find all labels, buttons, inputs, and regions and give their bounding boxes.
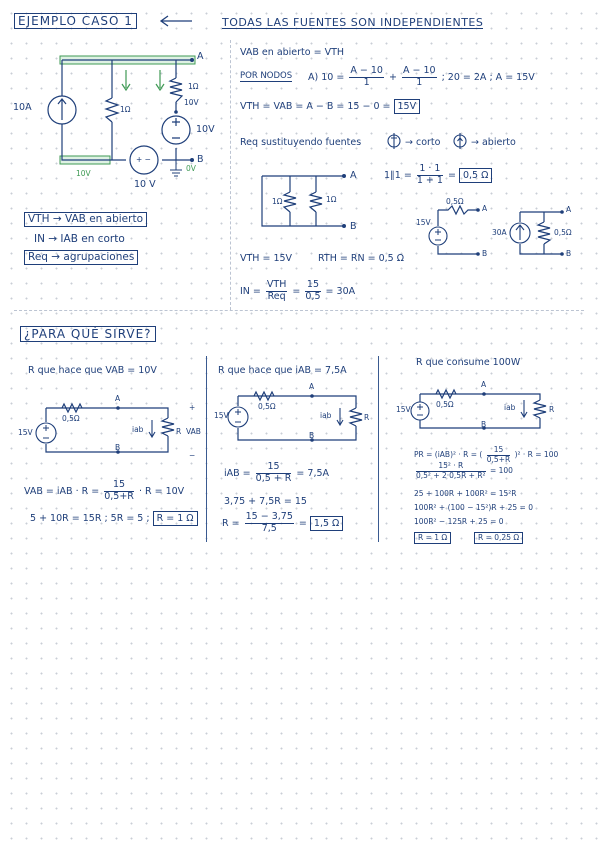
req-node-b: B [350,221,357,232]
req-label: Req sustituyendo fuentes [240,137,362,148]
col3-result2: R = 0,25 Ω [474,532,524,544]
col2-r-series: 0,5Ω [258,402,276,411]
column-separator-2 [378,356,379,542]
col2-node-a: A [309,382,315,391]
col3-result1: R = 1 Ω [414,532,452,544]
col2-result: 1,5 Ω [309,515,344,531]
req-r1: 1Ω [272,197,283,206]
req-abierto: → abierto [471,137,516,148]
col3-heading: R que consume 100W [416,357,521,368]
col1-r-load: R [176,427,182,436]
req-circuit [0,174,346,228]
circuit1-v-side: 10V [196,124,215,135]
col3-equation5: 100R² − 125R + 25 = 0 [414,517,504,526]
col1-v-label: VAB [186,427,201,436]
circuit1-current-source: 10A [13,102,32,113]
norton-i: 30A [492,228,507,237]
req-node-a: A [350,170,357,181]
vth-final: VTH = 15V [240,253,293,264]
vab-open: VAB en abierto = VTH [240,47,345,58]
summary-req: Req → agrupaciones [24,250,139,265]
col1-r-series: 0,5Ω [62,414,80,423]
circuit-main [0,0,599,220]
circuit1-v-bottom: 10 V [134,179,156,190]
col1-heading: R que hace que VAB = 10V [28,365,157,376]
thevenin-v: 15V [416,218,431,227]
norton-r: 0,5Ω [554,228,572,237]
vth-equation: VTH = VAB = A − B = 15 − 0 = 15V [240,99,421,114]
section2-title: ¿PARA QUÉ SIRVE? [20,326,156,342]
col3-equation4: 100R² + (100 − 15²)R + 25 = 0 [414,503,533,512]
col1-equation2: 5 + 10R = 15R ; 5R = 5 ; R = 1 Ω [30,511,198,526]
par-result: 0,5 Ω [458,167,493,183]
por-nodos: POR NODOS [240,71,293,82]
col1-node-a: A [115,394,121,403]
circuit1-v-zero: 0V [186,164,196,173]
summary-in: IN → IAB en corto [34,233,125,245]
arrow-left-icon [158,15,194,27]
circuit1-node-a: A [197,51,204,62]
col3-r-series: 0,5Ω [436,400,454,409]
col2-source: 15V [214,411,229,420]
col2-node-b: B [309,431,315,440]
req-r2: 1Ω [326,195,337,204]
col2-equation2: 3,75 + 7,5R = 15 [224,496,307,507]
thevenin-b: B [482,249,488,258]
col3-node-a: A [481,380,487,389]
circuit1-r-top: 1Ω [188,82,199,91]
voltage-source-icon [386,133,402,149]
col3-equation3: 25 + 100R + 100R² = 15²R [414,489,517,498]
col3-i-label: iab [504,403,516,412]
vth-result: 15V [393,99,421,114]
col1-node-b: B [115,443,121,452]
norton-equivalent [0,210,564,256]
column-circuits [0,0,599,454]
req-corto: → corto [405,137,441,148]
col1-i-label: iab [132,425,144,434]
col1-minus: − [189,451,196,460]
rth-final: RTH = RN = 0,5 Ω [318,253,404,264]
norton-a: A [566,205,572,214]
circuit1-bottom-source-sign: + − [136,155,151,164]
norton-b: B [566,249,572,258]
col2-heading: R que hace que iAB = 7,5A [218,365,347,376]
thevenin-equivalent [0,0,480,256]
current-source-icon [452,133,468,149]
circuit1-v-left: 10V [76,169,91,178]
column-separator-1 [206,356,207,542]
circuit1-node-b: B [197,154,204,165]
col2-i-label: iab [320,411,332,420]
col1-source: 15V [18,428,33,437]
col1-result: R = 1 Ω [152,511,198,526]
thevenin-r: 0,5Ω [446,197,464,206]
page-subtitle: TODAS LAS FUENTES SON INDEPENDIENTES [222,16,484,29]
thevenin-a: A [482,204,488,213]
guide-horizontal [14,310,584,311]
col3-source: 15V [396,405,411,414]
col2-r-load: R [364,413,370,422]
guide-vertical [230,40,231,310]
col3-node-b: B [481,420,487,429]
summary-vth: VTH → VAB en abierto [24,212,147,227]
circuit1-v-top-node: 10V [184,98,199,107]
col1-plus: + [189,403,196,412]
col3-r-load: R [549,405,555,414]
page-title: EJEMPLO CASO 1 [14,13,137,29]
circuit1-r-mid: 1Ω [120,105,131,114]
